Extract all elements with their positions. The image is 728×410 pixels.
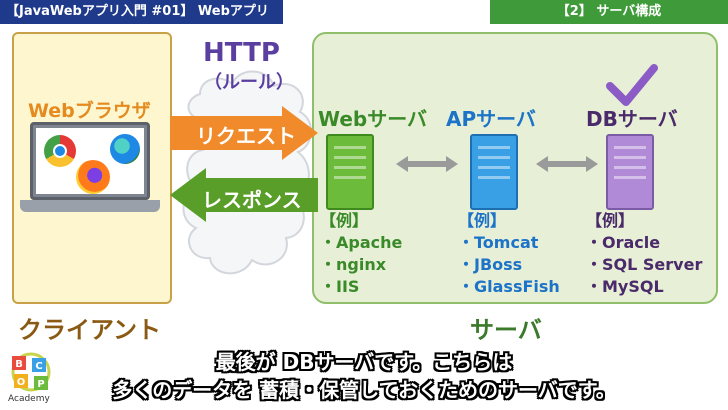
example-item: ・GlassFish: [458, 277, 560, 296]
subtitle-line-2: 多くのデータを 蓄積・保管しておくためのサーバです。: [112, 378, 616, 402]
example-item: ・IIS: [320, 277, 360, 296]
video-title: 【JavaWebアプリ入門 #01】 Webアプリ: [0, 0, 283, 24]
edge-icon: [110, 134, 140, 164]
web-ap-link-arrow: [396, 156, 458, 172]
academy-label: Academy: [8, 394, 50, 404]
example-heading: 【例】: [320, 211, 369, 230]
ap-server-examples: 【例】 ・Tomcat ・JBoss ・GlassFish: [458, 210, 560, 298]
server-caption: サーバ: [470, 316, 542, 344]
logo-letter: B: [15, 359, 23, 370]
logo-letter: P: [37, 379, 44, 390]
example-item: ・Apache: [320, 233, 403, 252]
request-arrow: [170, 106, 318, 160]
example-item: ・JBoss: [458, 255, 523, 274]
firefox-icon: [76, 160, 110, 194]
http-subtitle: （ルール）: [204, 72, 294, 93]
request-label: リクエスト: [196, 124, 296, 148]
example-heading: 【例】: [586, 211, 635, 230]
response-label: レスポンス: [202, 188, 302, 212]
web-server-icon: [326, 134, 374, 210]
http-title: HTTP: [203, 38, 280, 68]
academy-logo: B C O P: [11, 352, 51, 392]
web-server-examples: 【例】 ・Apache ・nginx ・IIS: [320, 210, 402, 298]
example-item: ・nginx: [320, 255, 387, 274]
check-icon: [606, 64, 658, 106]
example-item: ・Tomcat: [458, 233, 539, 252]
example-item: ・SQL Server: [586, 255, 703, 274]
logo-letter: O: [17, 377, 26, 388]
ap-server-icon: [470, 134, 518, 210]
db-server-icon: [606, 134, 654, 210]
browser-title: Webブラウザ: [28, 100, 151, 122]
chrome-icon: [44, 135, 76, 167]
example-item: ・MySQL: [586, 277, 664, 296]
ap-server-title: APサーバ: [446, 107, 536, 131]
laptop-base: [20, 200, 160, 212]
subtitle-line-1: 最後が DBサーバです。こちらは: [215, 350, 513, 374]
ap-db-link-arrow: [536, 156, 598, 172]
section-label: 【2】 サーバ構成: [490, 0, 728, 24]
logo-letter: C: [35, 361, 42, 372]
db-server-examples: 【例】 ・Oracle ・SQL Server ・MySQL: [586, 210, 702, 298]
example-heading: 【例】: [458, 211, 507, 230]
client-caption: クライアント: [18, 316, 162, 344]
example-item: ・Oracle: [586, 233, 661, 252]
db-server-title: DBサーバ: [586, 107, 678, 131]
web-server-title: Webサーバ: [318, 107, 428, 131]
response-arrow: [170, 168, 318, 222]
